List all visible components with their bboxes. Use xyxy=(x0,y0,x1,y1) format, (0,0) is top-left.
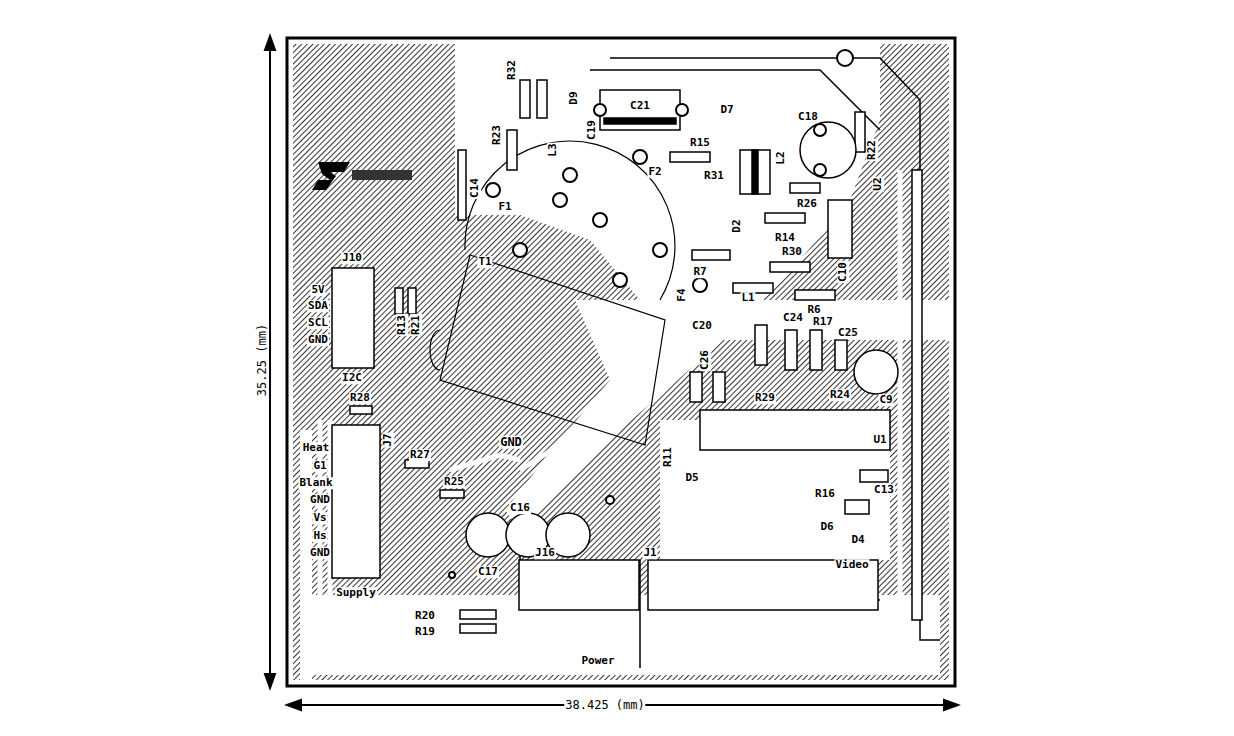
trace-gaps xyxy=(320,170,900,665)
silkscreen-label: R19 xyxy=(414,626,436,638)
silkscreen-label: D5 xyxy=(684,472,699,484)
pads xyxy=(449,50,853,578)
silkscreen-label: Power xyxy=(580,655,615,667)
silkscreen-label: C25 xyxy=(837,327,859,339)
silkscreen-label: Video xyxy=(834,559,869,571)
silkscreen-label: C19 xyxy=(586,119,598,141)
silkscreen-label: R15 xyxy=(689,137,711,149)
silkscreen-label: Heat xyxy=(302,442,331,454)
silkscreen-label: R6 xyxy=(806,304,821,316)
silkscreen-label: C9 xyxy=(878,394,893,406)
dimension-lines xyxy=(265,36,958,710)
connector-outlines xyxy=(332,268,890,610)
silkscreen-label: D9 xyxy=(568,90,580,105)
silkscreen-label: D6 xyxy=(819,521,834,533)
silkscreen-label: Supply xyxy=(335,587,377,599)
silkscreen-label: C16 xyxy=(509,502,531,514)
silkscreen-label: 5V xyxy=(310,284,325,296)
silkscreen-label: U2 xyxy=(872,176,884,191)
silkscreen-label: R21 xyxy=(410,314,422,336)
silkscreen-label: J16 xyxy=(534,547,556,559)
silkscreen-label: GND xyxy=(309,494,331,506)
silkscreen-label: R22 xyxy=(866,139,878,161)
silkscreen-label: R23 xyxy=(491,124,503,146)
silkscreen-label: C17 xyxy=(477,566,499,578)
silkscreen-label: Blank xyxy=(298,477,333,489)
silkscreen-label: R28 xyxy=(349,392,371,404)
st-logo xyxy=(312,162,412,190)
silkscreen-label: GND xyxy=(307,334,329,346)
silkscreen-label: GND xyxy=(309,547,331,559)
silkscreen-label: R32 xyxy=(506,59,518,81)
silkscreen-label: L2 xyxy=(775,150,787,165)
silkscreen-label: R16 xyxy=(814,488,836,500)
silkscreen-label: D4 xyxy=(850,534,865,546)
silkscreen-label: C26 xyxy=(699,349,711,371)
silkscreen-label: F1 xyxy=(497,201,512,213)
silkscreen-label: I2C xyxy=(341,372,363,384)
silkscreen-label: C24 xyxy=(782,312,804,324)
silkscreen-label: C10 xyxy=(837,261,849,283)
dimension-label: 38.425 (mm) xyxy=(564,699,645,712)
silkscreen-label: R17 xyxy=(812,316,834,328)
resistor-symbols xyxy=(350,80,865,633)
silkscreen-label: R30 xyxy=(781,246,803,258)
silkscreen-label: R27 xyxy=(409,449,431,461)
silkscreen-label: R24 xyxy=(829,389,851,401)
silkscreen-label: R11 xyxy=(662,446,674,468)
silkscreen-label: R20 xyxy=(414,610,436,622)
board-outline xyxy=(287,38,955,686)
capacitor-symbols xyxy=(458,90,898,557)
silkscreen-label: F4 xyxy=(676,287,688,302)
silkscreen-label: D2 xyxy=(731,218,743,233)
silkscreen-label: C20 xyxy=(691,320,713,332)
silkscreen-label: Hs xyxy=(312,530,327,542)
silkscreen-label: SCL xyxy=(307,317,329,329)
silkscreen-label: J7 xyxy=(382,432,394,447)
dimension-label: 35.25 (mm) xyxy=(256,323,269,397)
silkscreen-label: J10 xyxy=(341,252,363,264)
silkscreen-label: J1 xyxy=(642,547,657,559)
silkscreen-label: R29 xyxy=(754,392,776,404)
silkscreen-label: R13 xyxy=(396,314,408,336)
traces xyxy=(520,58,940,668)
silkscreen-label: L1 xyxy=(740,292,755,304)
silkscreen-label: R26 xyxy=(796,198,818,210)
silkscreen-label: R25 xyxy=(443,476,465,488)
clear-areas xyxy=(300,44,950,680)
silkscreen-label: G1 xyxy=(312,460,327,472)
transformer-outline xyxy=(430,141,675,445)
silkscreen-label: R7 xyxy=(692,266,707,278)
silkscreen-label: F2 xyxy=(647,166,662,178)
silkscreen-label: D7 xyxy=(719,104,734,116)
silkscreen-label: SDA xyxy=(307,300,329,312)
silkscreen-label: C18 xyxy=(797,111,819,123)
silkscreen-label: T1 xyxy=(477,256,492,268)
silkscreen-label: L3 xyxy=(547,142,559,157)
silkscreen-label: C13 xyxy=(873,484,895,496)
copper-pour xyxy=(293,44,949,680)
silkscreen-label: Vs xyxy=(312,512,327,524)
silkscreen-label: GND xyxy=(499,436,523,449)
silkscreen-label: C14 xyxy=(469,177,481,199)
silkscreen-label: R14 xyxy=(774,232,796,244)
silkscreen-label: C21 xyxy=(629,100,651,112)
silkscreen-label: R31 xyxy=(703,170,725,182)
silkscreen-label: U1 xyxy=(872,434,887,446)
